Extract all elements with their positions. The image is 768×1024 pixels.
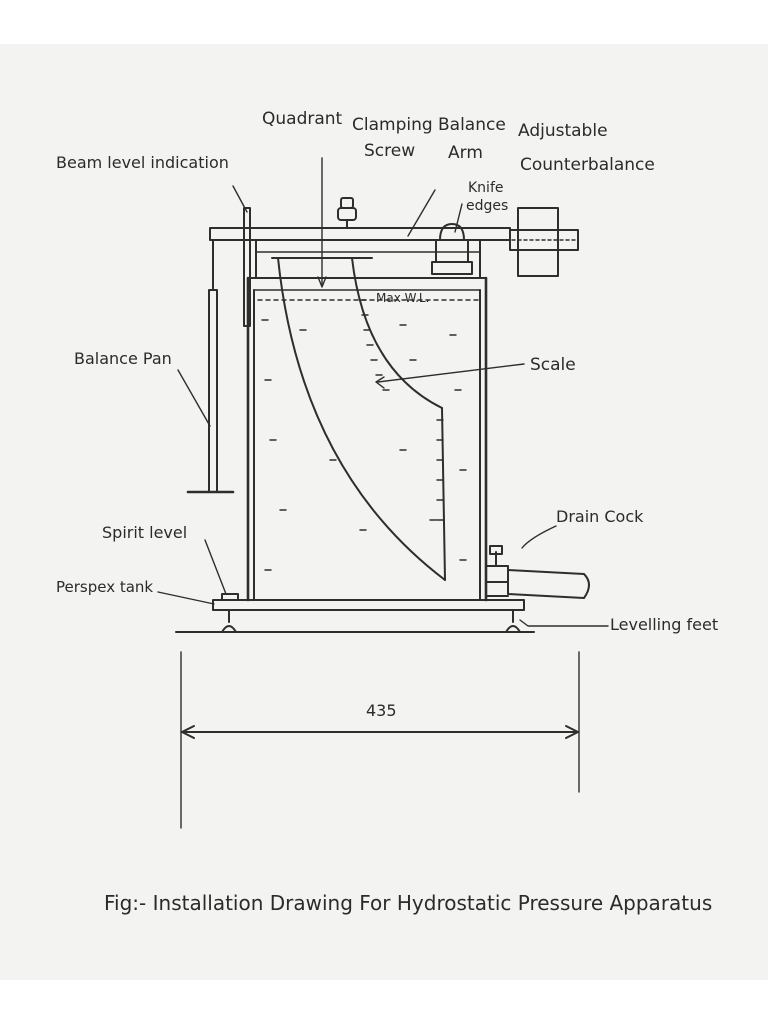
quadrant: [271, 257, 446, 581]
label-perspex-tank: Perspex tank: [56, 578, 153, 596]
beam-level-indicator: [243, 207, 251, 327]
spirit-level: [221, 593, 239, 601]
label-dimension: 435: [366, 701, 397, 720]
label-balance: Balance: [438, 115, 506, 135]
base-plate: [212, 599, 525, 611]
label-levelling-feet: Levelling feet: [610, 615, 718, 634]
label-quadrant: Quadrant: [262, 109, 343, 129]
levelling-foot-left: [221, 609, 237, 633]
label-balance-pan: Balance Pan: [74, 349, 172, 368]
label-adjustable: Adjustable: [518, 121, 608, 141]
label-spirit-level: Spirit level: [102, 523, 187, 542]
perspex-tank: [246, 276, 488, 602]
label-clamping: Clamping: [352, 115, 433, 135]
levelling-foot-right: [505, 609, 521, 633]
dimension-435: [180, 651, 580, 829]
label-knife: Knife: [468, 180, 504, 196]
label-max-wl: Max W.L.: [376, 291, 429, 305]
drain-cock: [485, 545, 590, 601]
figure-caption: Fig:- Installation Drawing For Hydrostat…: [104, 891, 712, 915]
water-texture: [261, 319, 467, 571]
knife-edge-bracket: [431, 223, 473, 275]
label-arm: Arm: [448, 143, 483, 163]
label-drain-cock: Drain Cock: [556, 507, 644, 526]
balance-arm: [209, 227, 511, 279]
clamping-screw: [337, 197, 357, 229]
label-beam-level: Beam level indication: [56, 153, 229, 172]
label-counterbalance: Counterbalance: [520, 155, 655, 175]
label-scale: Scale: [530, 355, 576, 375]
label-screw: Screw: [364, 141, 415, 161]
balance-pan: [186, 239, 235, 494]
paper-sheet: [0, 44, 768, 980]
adjustable-counterbalance: [509, 207, 579, 277]
leader-lines: [157, 157, 609, 627]
label-edges: edges: [466, 198, 508, 214]
